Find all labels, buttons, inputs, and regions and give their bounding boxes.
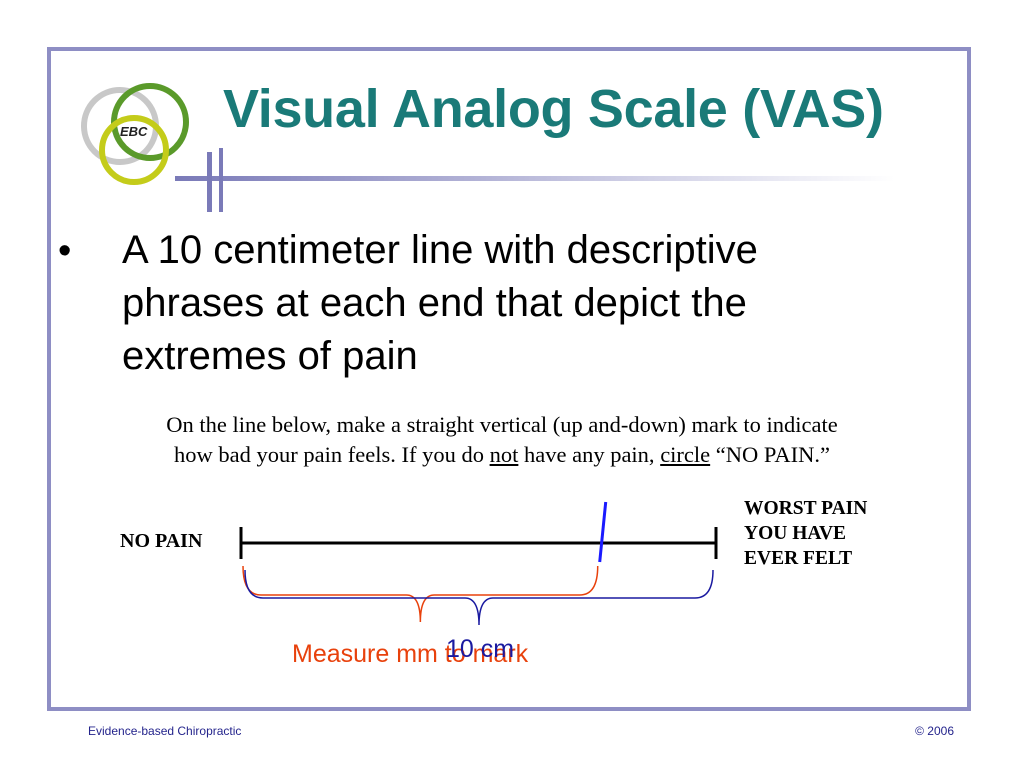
bullet-text: A 10 centimeter line with descriptive ph…	[122, 228, 758, 378]
instruction-circle: circle	[660, 442, 711, 467]
logo-ring-yellow	[99, 115, 169, 185]
logo-text: EBC	[120, 124, 148, 139]
patient-mark	[598, 501, 608, 563]
slide-title: Visual Analog Scale (VAS)	[223, 79, 884, 139]
worst-pain-line: EVER FELT	[744, 548, 853, 569]
vas-instruction: On the line below, make a straight verti…	[112, 410, 892, 470]
worst-pain-label: WORST PAIN YOU HAVE EVER FELT	[744, 496, 944, 571]
title-rule	[175, 148, 895, 212]
vas-scale	[239, 501, 718, 626]
measure-label: Measure mm to mark	[292, 640, 529, 668]
instruction-line2-middle: have any pain,	[518, 442, 661, 467]
no-pain-label: NO PAIN	[120, 530, 203, 552]
length-label: 10 cm	[446, 635, 515, 663]
footer-left: Evidence-based Chiropractic	[88, 724, 242, 738]
footer-right: © 2006	[915, 724, 954, 738]
instruction-line2-before: how bad your pain feels. If you do	[174, 442, 490, 467]
ebc-logo: EBC	[81, 83, 189, 185]
instruction-not: not	[489, 442, 519, 467]
measure-brace	[242, 565, 599, 623]
instruction-line2-after: “NO PAIN.”	[710, 442, 830, 467]
slide-frame	[47, 47, 971, 711]
worst-pain-line: WORST PAIN	[744, 498, 868, 519]
worst-pain-line: YOU HAVE	[744, 523, 847, 544]
bullet-marker: •	[58, 230, 72, 272]
instruction-line1: On the line below, make a straight verti…	[166, 412, 838, 437]
length-brace	[244, 569, 714, 626]
